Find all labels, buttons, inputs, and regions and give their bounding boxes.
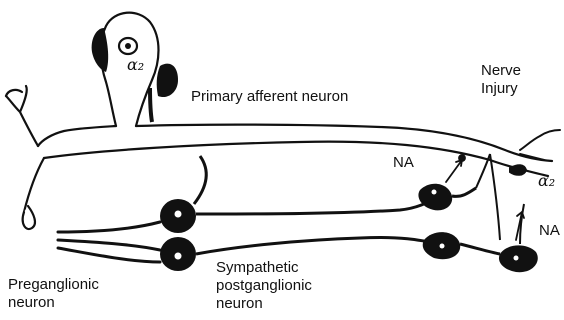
varicosity-upper: [418, 184, 452, 211]
postganglionic-line-2: postganglionic: [216, 277, 312, 295]
primary-afferent-neuron: [6, 13, 552, 229]
na-arrow-upper: [446, 160, 462, 182]
postganglionic-axon-upper: [196, 196, 440, 214]
soma-receptor-label: α₂: [127, 55, 144, 74]
na-label-right: NA: [539, 222, 560, 240]
preganglionic-line-2: neuron: [8, 294, 99, 312]
postganglionic-line-1: Sympathetic: [216, 259, 312, 277]
peripheral-terminals: [510, 130, 560, 175]
preganglionic-axon-upper: [58, 222, 160, 232]
postganglionic-line-3: neuron: [216, 295, 312, 313]
preganglionic-line-1: Preganglionic: [8, 276, 99, 294]
postganglionic-label: Sympathetic postganglionic neuron: [216, 259, 312, 313]
nerve-injury-label: Nerve Injury: [481, 62, 521, 98]
nerve-injury-line-1: Nerve: [481, 62, 521, 80]
preganglionic-axon-lower: [58, 248, 160, 262]
na-label-upper: NA: [393, 154, 414, 172]
primary-afferent-label: Primary afferent neuron: [191, 88, 348, 106]
sympathetic-postganglionic-neuron: [160, 154, 538, 272]
afferent-axon-lower: [44, 142, 548, 176]
sympathetic-basket-right: [157, 64, 178, 97]
afferent-central-branch: [6, 86, 44, 212]
nerve-injury-line-2: Injury: [481, 80, 521, 98]
terminal-receptor-label: α₂: [538, 171, 555, 190]
postganglionic-axon-lower: [196, 237, 440, 254]
terminal-receptor-blob: [510, 165, 526, 175]
preganglionic-neuron: [58, 222, 160, 262]
preganglionic-label: Preganglionic neuron: [8, 276, 99, 312]
